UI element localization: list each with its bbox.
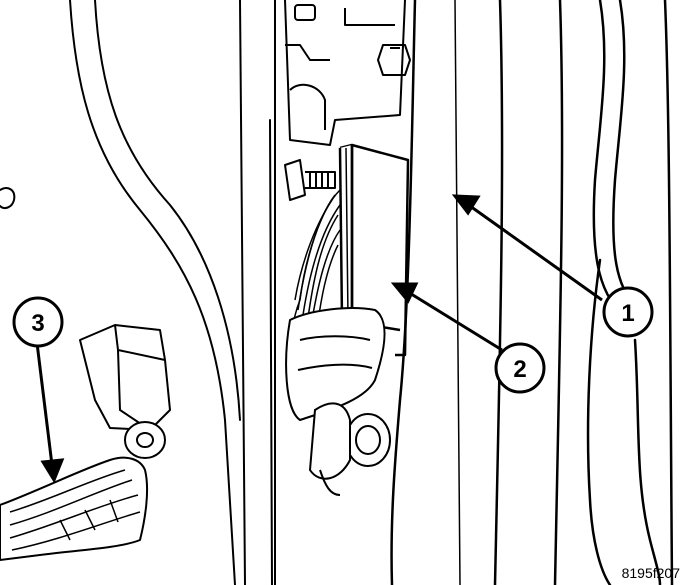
- callout-1: 1: [602, 286, 654, 338]
- upper-bracket: [284, 0, 411, 146]
- door-pillar: [390, 0, 674, 585]
- callout-3-label: 3: [31, 310, 44, 337]
- door-panel: [0, 0, 276, 585]
- mounting-stud: [284, 159, 336, 201]
- control-module: [338, 143, 410, 357]
- connector-boot: [285, 307, 386, 421]
- callout-2-label: 2: [513, 356, 526, 383]
- callout-1-label: 1: [621, 300, 634, 327]
- left-wiring-harness: [0, 324, 171, 561]
- callout-2: 2: [494, 342, 546, 394]
- callout-3: 3: [12, 296, 64, 348]
- leader-lines: [35, 194, 603, 484]
- lower-clip: [308, 402, 391, 496]
- figure-id: 8195f207: [622, 565, 681, 581]
